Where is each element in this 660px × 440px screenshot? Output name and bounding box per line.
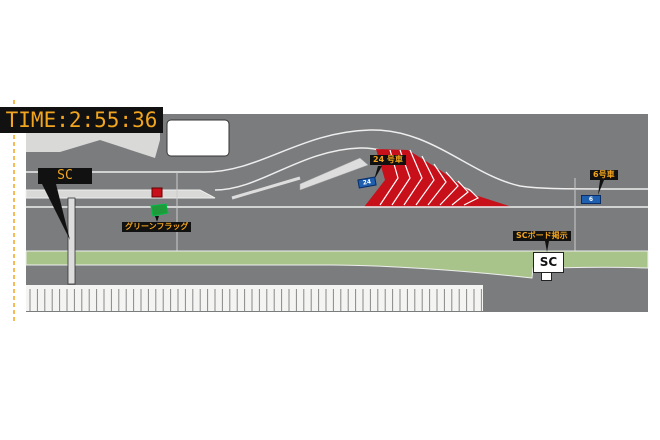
flag-post-icon: [151, 187, 163, 198]
car6-pointer: [598, 180, 604, 195]
car6-label: 6号車: [590, 170, 618, 180]
pit-barrier: [299, 157, 369, 191]
car24-label: 24 号車: [370, 155, 406, 165]
green-flag-label: グリーンフラッグ: [122, 222, 192, 232]
sc-board-stand: [541, 272, 552, 281]
pit-wall: [25, 189, 216, 199]
sc-callout-pointer: [42, 184, 70, 240]
car24-pointer: [374, 166, 382, 180]
sc-light-pole: [67, 197, 76, 285]
pit-garages: [26, 285, 483, 311]
garage-dividers: [29, 289, 482, 311]
time-display: TIME:2:55:36: [0, 107, 163, 133]
green-flag-icon: [150, 203, 169, 217]
grass-strip: [25, 250, 649, 279]
sc-board-pointer: [545, 241, 549, 252]
sc-board: SC: [533, 252, 564, 273]
sc-board-label: SCボード掲示: [513, 231, 571, 241]
pit-divider: [231, 176, 301, 200]
flag-pointer: [155, 216, 159, 222]
sc-light-display: SC: [38, 168, 92, 184]
control-tower: [166, 119, 230, 157]
track-edge-line: [26, 129, 649, 190]
car-6: 6: [581, 195, 601, 204]
